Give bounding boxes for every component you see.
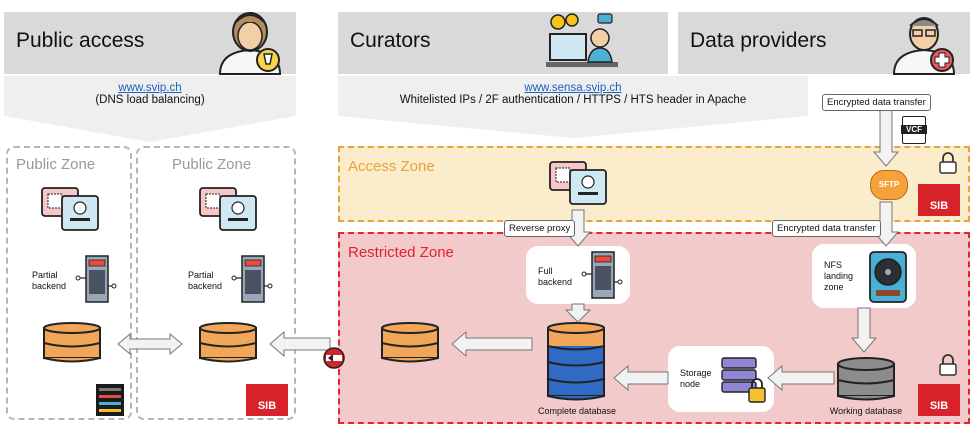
restricted-zone-label: Restricted Zone — [348, 244, 454, 261]
id-card-icon — [199, 187, 257, 231]
server-tower-icon — [75, 255, 117, 303]
public-zone-1 — [6, 146, 132, 420]
header-data-providers-title: Data providers — [690, 29, 827, 52]
partial-backend-label: Partial backend — [32, 270, 67, 291]
nfs-label: NFS landing zone — [824, 260, 854, 292]
sensa-link[interactable]: www.sensa.svip.ch — [524, 82, 622, 94]
hard-drive-icon — [869, 251, 907, 303]
public-zone-1-label: Public Zone — [16, 156, 96, 173]
sync-arrow — [117, 332, 183, 356]
doctor-icon — [892, 17, 956, 75]
header-curators: Curators — [338, 12, 668, 74]
header-data-providers: Data providers — [678, 12, 970, 75]
server-tower-icon — [581, 251, 623, 299]
reverse-proxy-tag: Reverse proxy — [504, 220, 576, 237]
public-info-pointer — [4, 116, 296, 142]
vcf-file-icon: VCF — [901, 116, 927, 144]
working-database-icon — [837, 357, 895, 401]
complete-database-label: Complete database — [537, 406, 617, 416]
curators-info-pointer — [338, 116, 808, 138]
curators-info-band: www.sensa.svip.ch Whitelisted IPs / 2F a… — [338, 76, 808, 116]
sftp-cloud-icon: SFTP — [870, 170, 908, 200]
partial-backend-label: Partial backend — [188, 270, 223, 291]
encrypted-transfer-tag: Encrypted data transfer — [822, 94, 931, 111]
id-card-icon — [41, 187, 99, 231]
flow-arrow — [564, 303, 592, 323]
server-rack-icon — [96, 384, 124, 416]
sib-logo: SIB — [918, 184, 960, 216]
curator-workstation-icon — [546, 13, 618, 67]
storage-node-label: Storage node — [680, 368, 712, 389]
sib-logo: SIB — [246, 384, 288, 416]
access-zone-label: Access Zone — [348, 158, 435, 175]
flow-arrow — [872, 109, 900, 167]
flow-arrow — [767, 364, 835, 392]
lock-icon — [939, 354, 957, 376]
public-zone-2 — [136, 146, 296, 420]
complete-database-icon — [547, 322, 605, 401]
flow-arrow — [269, 330, 331, 358]
public-zone-2-label: Public Zone — [172, 156, 252, 173]
id-card-icon — [549, 161, 607, 205]
header-curators-title: Curators — [350, 29, 431, 52]
encrypted-transfer-tag: Encrypted data transfer — [772, 220, 881, 237]
scientist-icon — [218, 12, 282, 75]
flow-arrow — [850, 307, 878, 353]
database-icon — [43, 322, 101, 363]
database-icon — [199, 322, 257, 363]
curators-security-note: Whitelisted IPs / 2F authentication / HT… — [399, 94, 747, 106]
header-public-access-title: Public access — [16, 29, 145, 52]
svip-link[interactable]: www.svip.ch — [118, 82, 182, 94]
full-backend-label: Full backend — [538, 266, 573, 287]
flow-arrow — [451, 330, 533, 358]
database-icon — [381, 322, 439, 363]
flow-arrow — [613, 364, 669, 392]
header-public-access: Public access — [4, 12, 296, 75]
storage-server-icon — [721, 357, 766, 403]
sib-logo: SIB — [918, 384, 960, 416]
lock-icon — [939, 152, 957, 174]
working-database-label: Working database — [829, 406, 903, 416]
access-zone — [338, 146, 970, 222]
dns-note: (DNS load balancing) — [95, 94, 205, 106]
public-info-band: www.svip.ch (DNS load balancing) — [4, 76, 296, 116]
server-tower-icon — [231, 255, 273, 303]
